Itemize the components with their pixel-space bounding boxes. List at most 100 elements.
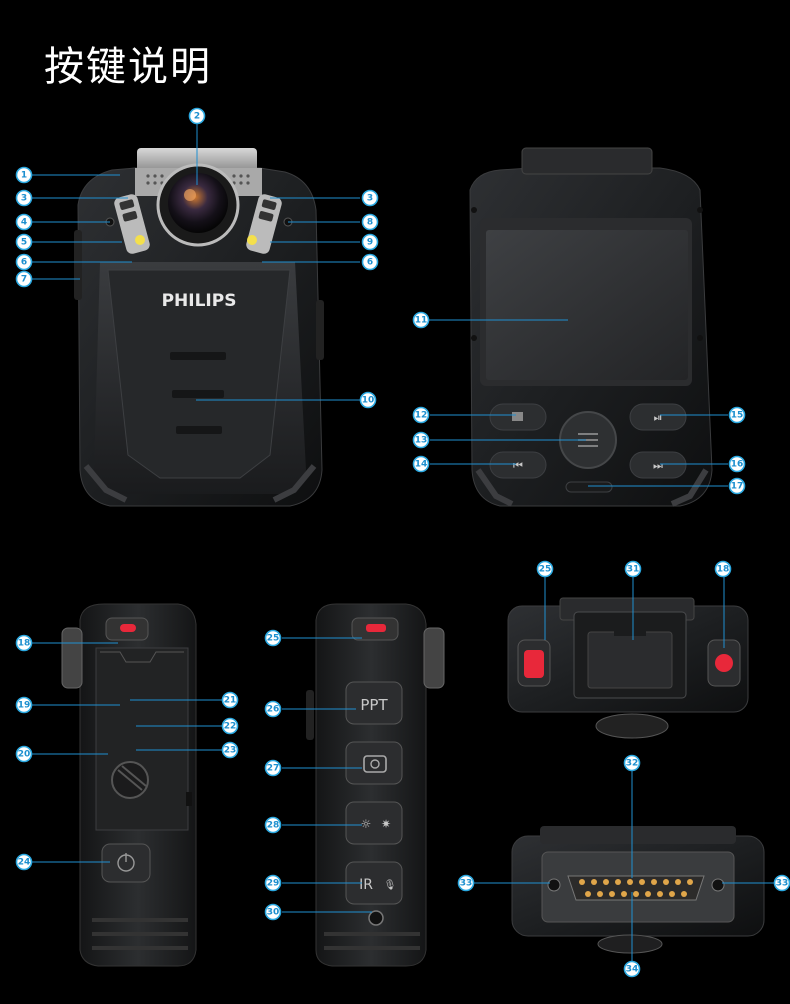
- leader-lines: [30, 124, 780, 962]
- callout-27: 27: [264, 759, 282, 777]
- light-button[interactable]: [345, 801, 403, 845]
- callout-21: 21: [221, 691, 239, 709]
- callout-2: 2: [188, 107, 206, 125]
- callout-22: 22: [221, 717, 239, 735]
- svg-text:14: 14: [415, 460, 428, 470]
- callout-9: 9: [361, 233, 379, 251]
- svg-text:6: 6: [367, 258, 373, 268]
- screw-hole-left: [547, 878, 561, 892]
- camera-button[interactable]: [345, 741, 403, 785]
- callout-26: 26: [264, 700, 282, 718]
- lcd-screen: [486, 230, 688, 380]
- page-title: 按键说明: [44, 44, 212, 90]
- svg-text:7: 7: [21, 275, 27, 285]
- sun-icon: ☼: [361, 817, 372, 831]
- svg-text:34: 34: [626, 965, 639, 975]
- svg-text:10: 10: [362, 396, 375, 406]
- svg-text:4: 4: [21, 218, 27, 228]
- svg-text:11: 11: [415, 316, 428, 326]
- power-button[interactable]: [101, 843, 151, 883]
- callout-20: 20: [15, 745, 33, 763]
- mic-icon: 🎙: [384, 879, 397, 891]
- svg-text:26: 26: [267, 705, 280, 715]
- svg-text:33: 33: [460, 879, 473, 889]
- callout-33: 33: [773, 874, 790, 892]
- callout-19: 19: [15, 696, 33, 714]
- svg-text:24: 24: [18, 858, 31, 868]
- camera-lens: [168, 173, 228, 233]
- svg-text:8: 8: [367, 218, 373, 228]
- callout-11: 11: [412, 311, 430, 329]
- callout-7: 7: [15, 270, 33, 288]
- svg-text:2: 2: [194, 112, 200, 122]
- svg-text:18: 18: [18, 639, 31, 649]
- svg-text:25: 25: [267, 634, 280, 644]
- fill-light-right: [247, 235, 257, 245]
- svg-text:33: 33: [776, 879, 789, 889]
- svg-text:29: 29: [267, 879, 280, 889]
- svg-text:⏯: ⏯: [654, 411, 663, 424]
- svg-text:1: 1: [21, 171, 27, 181]
- svg-text:9: 9: [367, 238, 373, 248]
- callout-29: 29: [264, 874, 282, 892]
- next-button[interactable]: [629, 451, 687, 479]
- svg-text:16: 16: [731, 460, 744, 470]
- svg-text:23: 23: [224, 746, 237, 756]
- front-view: PHILIPS: [74, 148, 324, 507]
- clip-mount-back: [521, 147, 653, 175]
- play-pause-button[interactable]: [629, 403, 687, 431]
- callout-28: 28: [264, 816, 282, 834]
- svg-text:⏭: ⏭: [653, 459, 663, 472]
- ir-label: IR: [359, 877, 373, 893]
- callout-8: 8: [361, 213, 379, 231]
- svg-text:13: 13: [415, 436, 428, 446]
- bottom-view: [511, 826, 765, 954]
- callout-24: 24: [15, 853, 33, 871]
- back-view: ⏮ ⏯ ⏭: [469, 147, 713, 507]
- callout-13: 13: [412, 431, 430, 449]
- callout-3: 3: [15, 189, 33, 207]
- svg-text:28: 28: [267, 821, 280, 831]
- left-side-view: [61, 603, 197, 967]
- callout-34: 34: [623, 960, 641, 978]
- fill-light-left: [135, 235, 145, 245]
- svg-text:12: 12: [415, 411, 428, 421]
- svg-text:30: 30: [267, 908, 280, 918]
- screw-hole-right: [711, 878, 725, 892]
- svg-text:27: 27: [267, 764, 280, 774]
- right-side-view: PPT ☼ ✷ IR 🎙: [306, 603, 445, 967]
- svg-text:⏮: ⏮: [513, 459, 523, 472]
- callout-23: 23: [221, 741, 239, 759]
- svg-text:20: 20: [18, 750, 31, 760]
- ppt-label: PPT: [360, 696, 388, 714]
- reset-hole[interactable]: [368, 910, 384, 926]
- svg-text:31: 31: [627, 565, 640, 575]
- callout-33: 33: [457, 874, 475, 892]
- callout-31: 31: [624, 560, 642, 578]
- svg-text:3: 3: [21, 194, 27, 204]
- callout-30: 30: [264, 903, 282, 921]
- camera-icon: [363, 755, 387, 773]
- previous-button[interactable]: [489, 451, 547, 479]
- svg-text:3: 3: [367, 194, 373, 204]
- svg-text:17: 17: [731, 482, 744, 492]
- svg-text:32: 32: [626, 759, 639, 769]
- ppt-button[interactable]: [345, 681, 403, 725]
- svg-text:19: 19: [18, 701, 31, 711]
- status-indicator: [565, 481, 613, 493]
- callout-4: 4: [15, 213, 33, 231]
- callout-6: 6: [15, 253, 33, 271]
- callout-12: 12: [412, 406, 430, 424]
- svg-text:6: 6: [21, 258, 27, 268]
- callout-25: 25: [536, 560, 554, 578]
- callout-17: 17: [728, 477, 746, 495]
- svg-text:5: 5: [21, 238, 27, 248]
- callout-32: 32: [623, 754, 641, 772]
- svg-text:15: 15: [731, 411, 744, 421]
- callout-18: 18: [714, 560, 732, 578]
- callout-3: 3: [361, 189, 379, 207]
- callout-10: 10: [359, 391, 377, 409]
